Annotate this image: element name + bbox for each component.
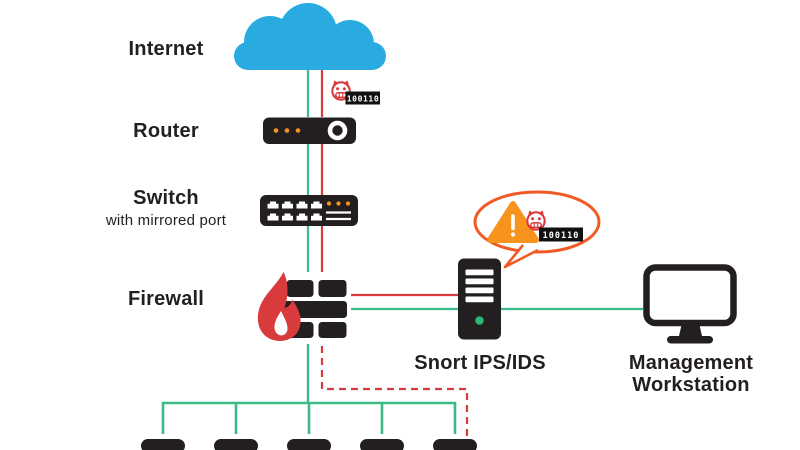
endpoint-device	[141, 439, 185, 450]
internet-label: Internet	[128, 38, 204, 60]
malware-packet: 100110	[331, 79, 380, 105]
server-power-led	[475, 316, 484, 325]
network-links	[161, 70, 643, 440]
endpoint-devices	[141, 439, 477, 450]
alert-bubble: 100110	[473, 190, 601, 269]
warning-triangle-icon	[487, 201, 539, 243]
endpoint-device	[287, 439, 331, 450]
router-label: Router	[133, 120, 199, 142]
alert-devil-icon	[526, 209, 546, 231]
firewall-label: Firewall	[127, 288, 205, 310]
workstation-label: Management Workstation	[608, 352, 774, 396]
alert-binary-badge	[539, 227, 583, 242]
workstation-label-line1: Management	[628, 352, 754, 374]
switch-led	[336, 201, 341, 206]
bubble-tail	[503, 244, 539, 269]
workstation-label-line2: Workstation	[632, 374, 750, 396]
workstation-monitor-icon	[643, 264, 737, 344]
malware-binary-badge	[345, 91, 380, 105]
router-led	[295, 128, 301, 133]
switch-led	[326, 201, 332, 206]
endpoint-device	[433, 439, 477, 450]
switch-sublabel: with mirrored port	[105, 212, 227, 229]
internet-cloud-icon	[234, 3, 386, 70]
flame-inner	[274, 311, 288, 336]
snort-label: Snort IPS/IDS	[414, 352, 546, 374]
snort-server-icon	[458, 258, 501, 340]
firewall-icon	[257, 272, 347, 341]
endpoint-device	[360, 439, 404, 450]
malware-binary-text: 100110	[347, 94, 380, 103]
router-led	[273, 128, 279, 133]
endpoint-device	[214, 439, 258, 450]
router-icon	[263, 117, 356, 144]
alert-binary-text: 100110	[543, 231, 580, 241]
lan-bus-green	[161, 401, 457, 434]
router-led	[284, 128, 290, 133]
router-port-ring	[327, 120, 348, 141]
switch-icon	[260, 195, 358, 226]
switch-led	[345, 201, 351, 206]
switch-label: Switch	[133, 187, 199, 209]
flame-icon	[257, 272, 301, 341]
